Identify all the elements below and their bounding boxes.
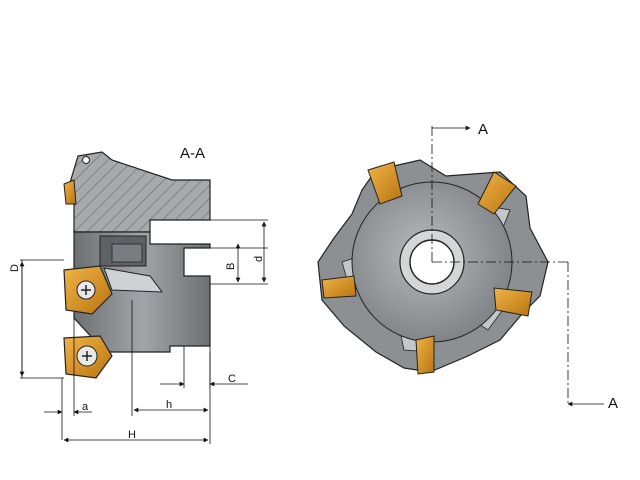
bottom-insert bbox=[63, 335, 113, 379]
clamp-wedge bbox=[103, 267, 164, 293]
coolant-hole bbox=[82, 156, 90, 164]
insert-5 bbox=[321, 275, 357, 299]
section-marker-top: A bbox=[478, 121, 488, 138]
dimension-lines bbox=[19, 219, 268, 444]
front-view bbox=[317, 159, 549, 375]
insert-3 bbox=[493, 287, 533, 317]
insert-1 bbox=[367, 161, 403, 205]
dim-a-label: a bbox=[82, 401, 89, 413]
section-view bbox=[63, 151, 211, 379]
dim-B-label: B bbox=[225, 263, 237, 270]
side-insert bbox=[63, 265, 113, 315]
section-label: A-A bbox=[180, 145, 205, 162]
dim-h-label: h bbox=[166, 399, 172, 411]
insert-4 bbox=[415, 335, 435, 375]
dim-C-label: C bbox=[228, 373, 236, 385]
section-marker-bottom: A bbox=[608, 395, 618, 412]
section-cut-line bbox=[431, 125, 604, 407]
dim-D-label: D bbox=[9, 264, 21, 272]
hatched-section bbox=[65, 151, 211, 233]
top-insert bbox=[63, 179, 77, 205]
dim-d-label: d bbox=[253, 256, 265, 262]
dim-H-label: H bbox=[128, 429, 136, 441]
insert-2 bbox=[477, 171, 517, 215]
